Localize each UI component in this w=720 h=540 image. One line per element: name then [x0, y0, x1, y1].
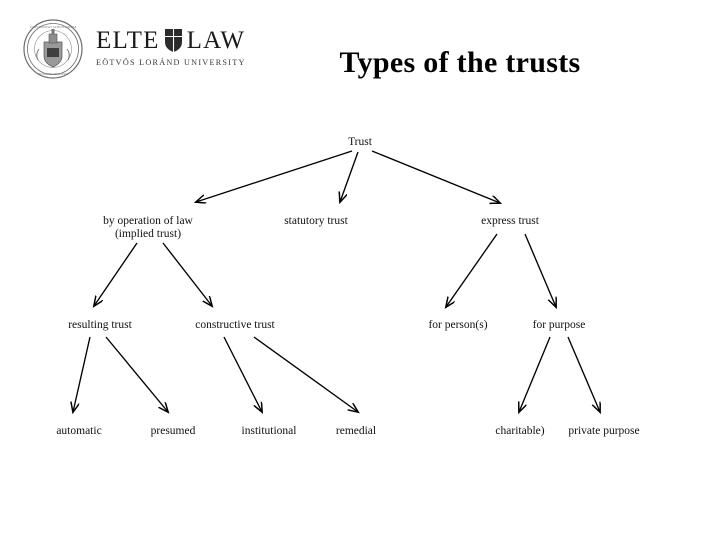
tree-node-presumed: presumed [150, 425, 196, 437]
tree-node-express: express trust [481, 215, 539, 227]
page-title: Types of the trusts [339, 46, 581, 79]
tree-node-trust: Trust [348, 136, 372, 148]
tree-node-remedial: remedial [335, 425, 377, 437]
tree-edge-by_operation-to-constructive [162, 242, 212, 306]
tree-node-institutional: institutional [241, 425, 297, 437]
elte-law-logo: UNIVERSITAS SCIENTIARUM BUDAPESTINENSIS … [22, 16, 262, 86]
tree-node-for_persons: for person(s) [428, 319, 488, 331]
tree-node-private_purpose: private purpose [568, 425, 640, 437]
tree-node-charitable: charitable) [495, 425, 545, 437]
tree-edge-express-to-for_persons [446, 233, 498, 307]
tree-edge-for_purpose-to-charitable [519, 336, 551, 412]
tree-edge-by_operation-to-resulting [94, 242, 138, 306]
tree-edge-trust-to-by_operation [196, 150, 353, 202]
tree-node-constructive: constructive trust [195, 319, 275, 331]
wordmark-subtitle: EÖTVÖS LORÁND UNIVERSITY [96, 58, 246, 67]
elte-law-wordmark: ELTE LAW EÖTVÖS LORÁND UNIVERSITY [96, 26, 262, 68]
tree-edge-resulting-to-presumed [105, 336, 168, 412]
tree-edge-for_purpose-to-private_purpose [567, 336, 600, 412]
tree-edge-constructive-to-remedial [253, 336, 358, 412]
tree-edge-trust-to-express [371, 150, 500, 203]
tree-edge-constructive-to-institutional [223, 336, 262, 412]
wordmark-elte: ELTE [96, 26, 160, 54]
tree-edge-express-to-for_purpose [524, 233, 556, 307]
tree-node-by_operation: by operation of law (implied trust) [103, 215, 193, 240]
elte-university-seal-icon: UNIVERSITAS SCIENTIARUM BUDAPESTINENSIS [23, 19, 83, 79]
wordmark-law: LAW [186, 26, 246, 54]
tree-edge-resulting-to-automatic [73, 336, 91, 412]
tree-node-resulting: resulting trust [68, 319, 132, 331]
tree-node-for_purpose: for purpose [532, 319, 586, 331]
tree-node-statutory: statutory trust [284, 215, 348, 227]
svg-text:BUDAPESTINENSIS: BUDAPESTINENSIS [38, 72, 69, 76]
tree-node-automatic: automatic [56, 425, 102, 437]
svg-text:UNIVERSITAS SCIENTIARUM: UNIVERSITAS SCIENTIARUM [30, 25, 76, 29]
elte-shield-icon [164, 29, 182, 52]
tree-edge-trust-to-statutory [340, 151, 359, 202]
